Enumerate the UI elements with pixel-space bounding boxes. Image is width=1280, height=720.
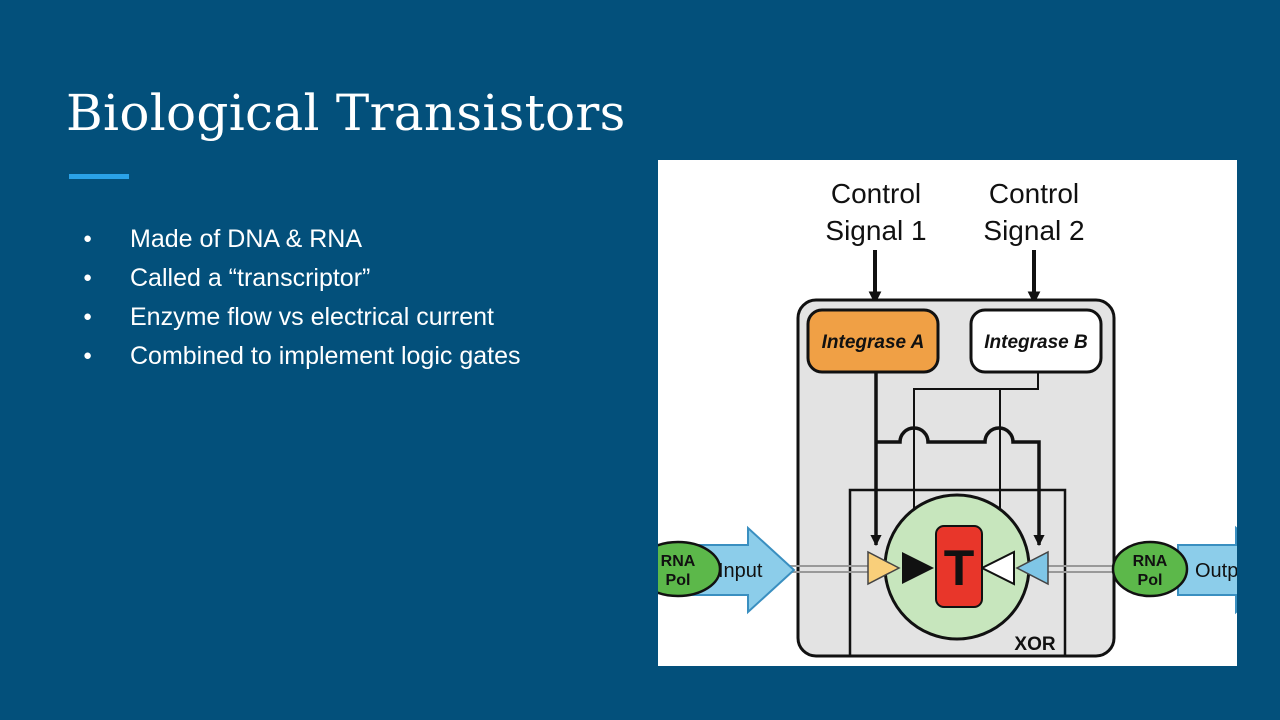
- site-white-triangle: [979, 550, 1015, 586]
- control-signal-2-label: Control: [989, 178, 1079, 209]
- site-blue-triangle: [1015, 550, 1049, 586]
- bullet-item: Combined to implement logic gates: [80, 338, 520, 377]
- terminator-label: T: [944, 540, 975, 596]
- bullet-list: Made of DNA & RNA Called a “transcriptor…: [80, 221, 520, 377]
- rna-pol-left-label: RNA: [661, 553, 696, 570]
- control-signal-1-label: Signal 1: [825, 215, 926, 246]
- bullet-item: Called a “transcriptor”: [80, 260, 520, 299]
- title-underline-accent: [69, 174, 129, 179]
- integrase-b-wire: [911, 372, 1039, 555]
- output-arrow: [1177, 525, 1237, 615]
- xor-gate-label: XOR: [1014, 634, 1055, 655]
- integrase-a-label: Integrase A: [822, 332, 925, 353]
- rna-pol-left: [658, 540, 722, 598]
- control-signal-2-label: Signal 2: [983, 215, 1084, 246]
- xor-transcriptor-diagram: Control Signal 1 Control Signal 2 XOR In…: [658, 160, 1237, 666]
- bullet-item: Enzyme flow vs electrical current: [80, 299, 520, 338]
- rna-pol-right-label: Pol: [1138, 572, 1163, 589]
- integrase-b-label: Integrase B: [984, 332, 1088, 353]
- site-yellow-triangle: [867, 550, 901, 586]
- integrase-b-box: [969, 308, 1103, 374]
- bullet-item: Made of DNA & RNA: [80, 221, 520, 260]
- diagram-svg: Control Signal 1 Control Signal 2 XOR In…: [658, 178, 1237, 658]
- output-label: Output: [1195, 560, 1237, 582]
- integrase-a-wire: [876, 426, 1045, 547]
- slide-title: Biological Transistors: [66, 84, 626, 142]
- input-arrow: [689, 525, 796, 615]
- rna-pol-left-label: Pol: [666, 572, 691, 589]
- site-black-triangle: [902, 552, 934, 584]
- rna-pol-right-label: RNA: [1133, 553, 1168, 570]
- control-signal-1-label: Control: [831, 178, 921, 209]
- input-label: Input: [718, 560, 763, 582]
- integrase-a-box: [806, 308, 940, 374]
- terminator-box: [935, 525, 983, 608]
- rna-pol-right: [1111, 540, 1189, 598]
